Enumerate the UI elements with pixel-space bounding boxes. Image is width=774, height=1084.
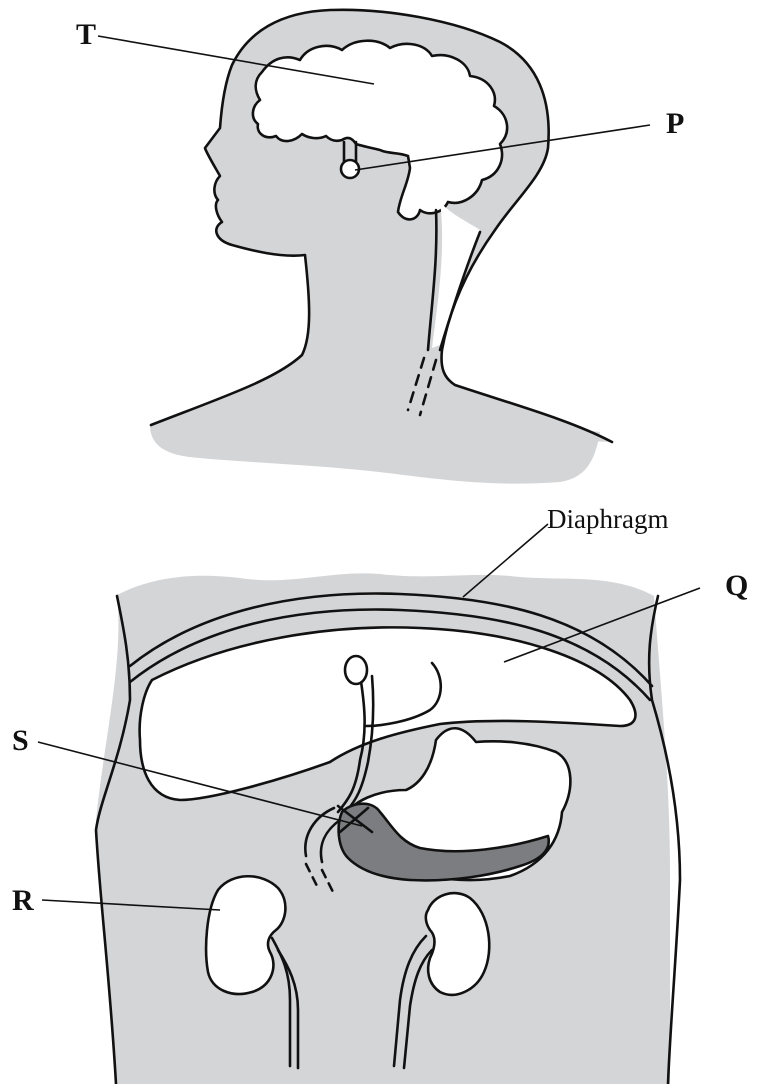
label-Q: Q <box>725 569 748 602</box>
label-diaphragm: Diaphragm <box>547 504 668 534</box>
gallbladder <box>345 656 367 684</box>
label-P: P <box>666 107 684 140</box>
head-figure <box>150 10 612 484</box>
label-T: T <box>76 18 96 51</box>
label-S: S <box>12 724 29 757</box>
kidney-right <box>426 893 489 995</box>
torso-figure <box>96 573 680 1084</box>
label-R: R <box>12 884 34 917</box>
